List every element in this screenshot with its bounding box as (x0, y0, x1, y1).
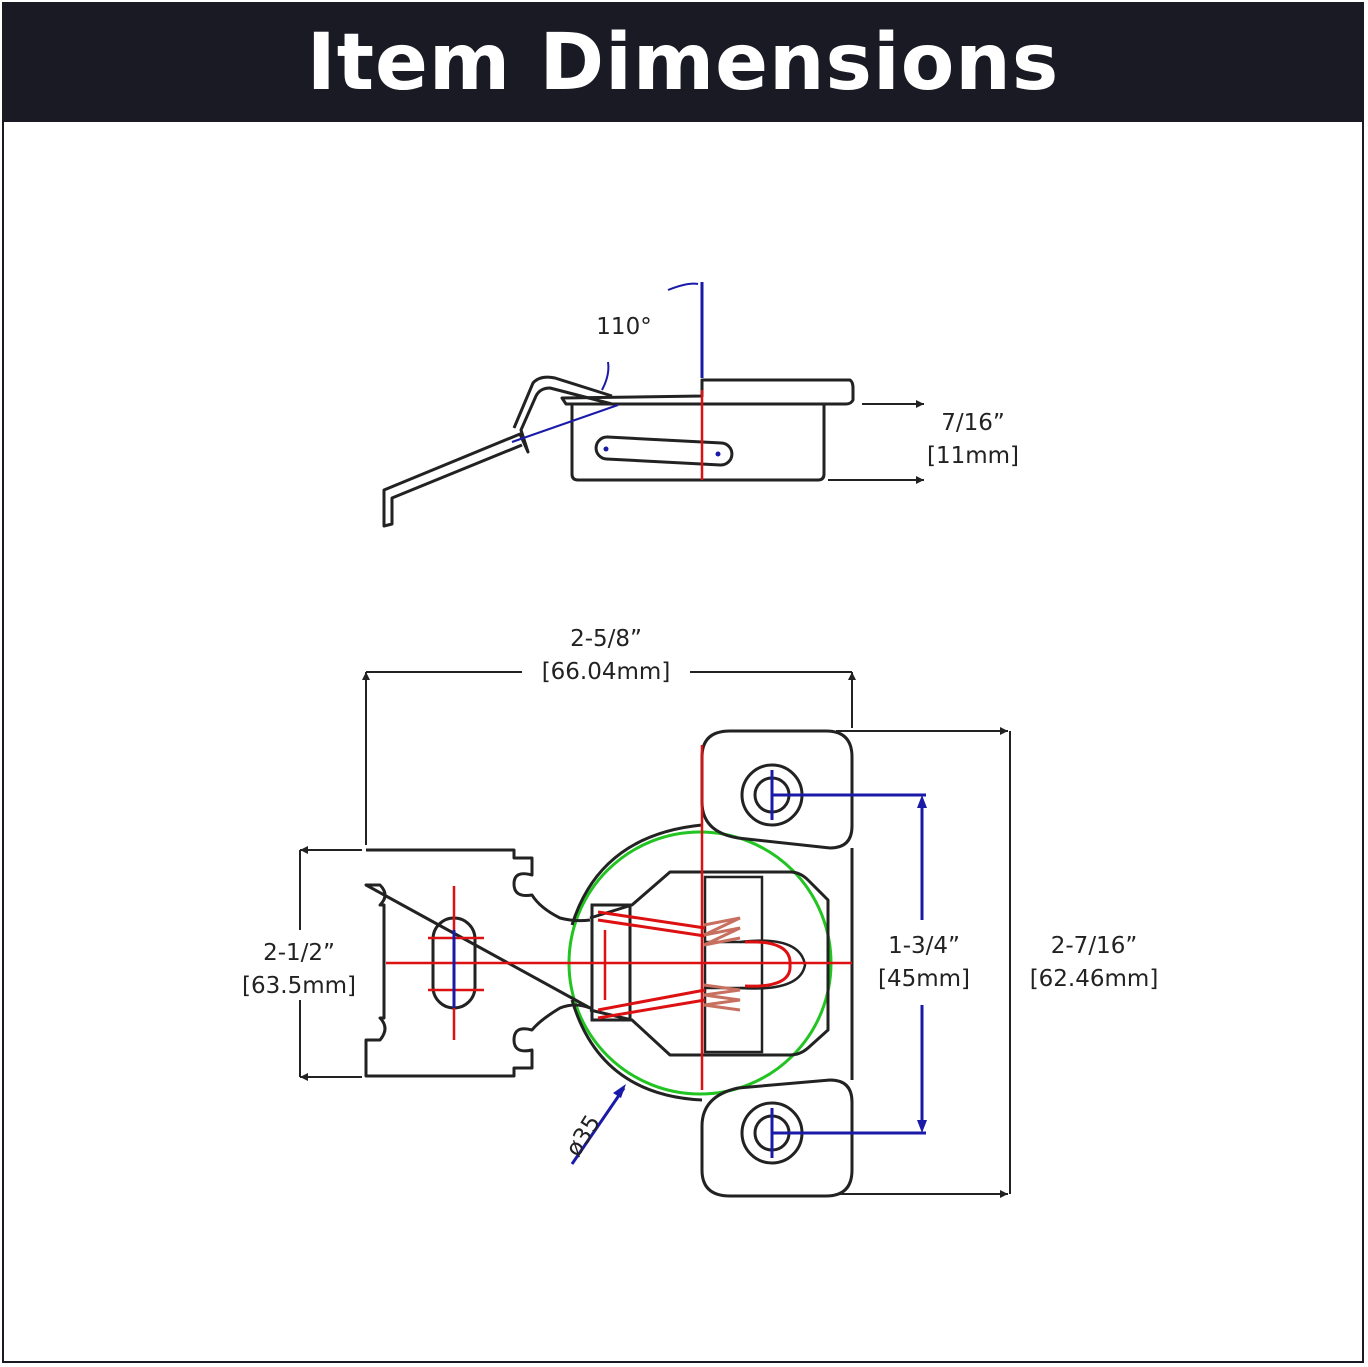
thickness-mm-label: [11mm] (927, 443, 1019, 469)
side-mounting-plate (560, 378, 855, 406)
arm-clip (739, 939, 807, 990)
cup-diameter-arrowhead (613, 1084, 626, 1098)
spring-coils (597, 910, 792, 1020)
hole-spacing-mm-label: [45mm] (878, 966, 970, 992)
angle-label: 110° (596, 314, 651, 340)
cup-outline-top (570, 823, 703, 926)
screw-plate-bottom (700, 1078, 854, 1198)
title-banner: Item Dimensions (4, 4, 1362, 122)
plate-height-inch-label: 2-1/2” (263, 940, 335, 966)
overall-height-inch-label: 2-7/16” (1051, 933, 1138, 959)
side-hinge-arm (382, 375, 613, 528)
side-dimension-lines (511, 282, 924, 484)
arm-mounting-plate (364, 848, 592, 1078)
angle-arc-bottom (601, 361, 610, 391)
slot-dot-left (603, 446, 609, 452)
arm-inner-frame (703, 875, 764, 1054)
overall-height-mm-label: [62.46mm] (1030, 966, 1159, 992)
overall-width-mm-label: [66.04mm] (542, 659, 671, 685)
cup-outline-bottom (570, 999, 703, 1102)
cup-diameter-leader (570, 1087, 626, 1165)
side-view (382, 375, 855, 528)
arm-angle-line (511, 404, 619, 443)
side-hinge-body (570, 404, 826, 482)
side-adjust-slot (594, 435, 734, 467)
plate-height-mm-label: [63.5mm] (242, 973, 356, 999)
overall-width-inch-label: 2-5/8” (570, 626, 642, 652)
hole-spacing-inch-label: 1-3/4” (888, 933, 960, 959)
slot-dot-right (715, 451, 721, 457)
overall-dimension-lines (299, 671, 1011, 1198)
cup-diameter-label: ø35 (561, 1111, 606, 1162)
thickness-inch-label: 7/16” (941, 410, 1005, 436)
angle-arc-top (667, 282, 699, 291)
screw-plate-top (700, 729, 854, 850)
arm-body (589, 870, 830, 1057)
page-title: Item Dimensions (306, 18, 1060, 108)
hole-spacing-dimension (452, 770, 926, 1158)
